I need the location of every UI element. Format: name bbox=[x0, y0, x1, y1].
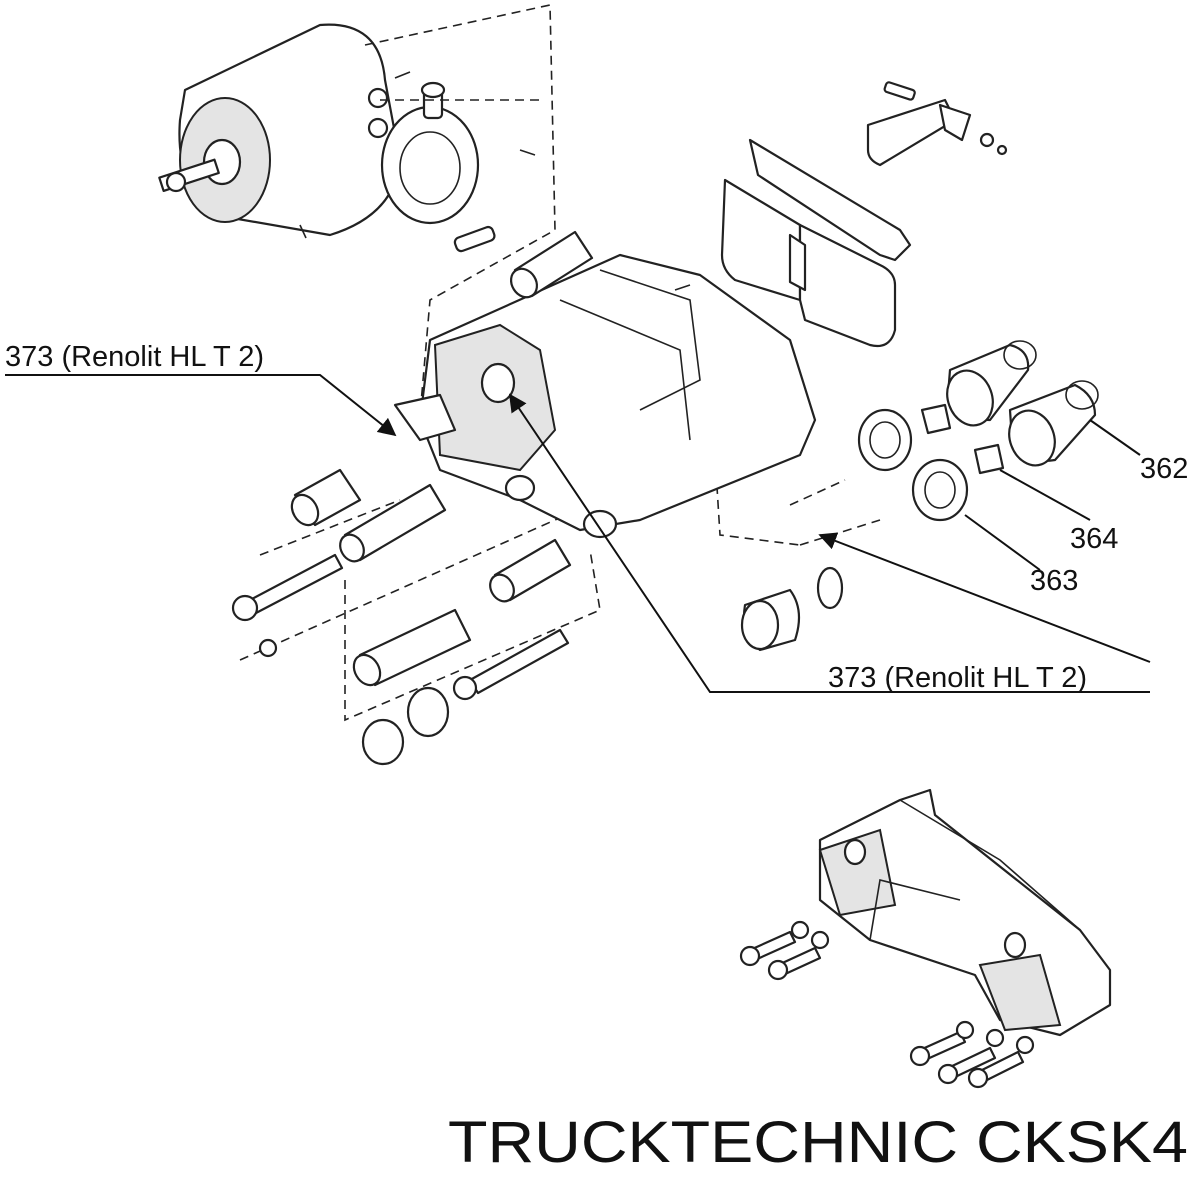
callout-373-top: 373 (Renolit HL T 2) bbox=[5, 341, 264, 373]
brake-chamber bbox=[158, 23, 536, 253]
label-364: 364 bbox=[1070, 523, 1118, 555]
carrier-bracket bbox=[818, 788, 1112, 1037]
assembly-guide-lines bbox=[239, 4, 881, 722]
label-362: 362 bbox=[1140, 453, 1188, 485]
bracket-bolts bbox=[739, 920, 1035, 1089]
piston-boot bbox=[740, 566, 844, 652]
guide-pins-and-bolts bbox=[231, 468, 572, 766]
brake-pads bbox=[720, 81, 1008, 348]
caliper-housing bbox=[393, 253, 817, 539]
seal-boots-362 bbox=[946, 340, 1099, 467]
leader-lines bbox=[5, 374, 1151, 693]
label-363: 363 bbox=[1030, 565, 1078, 597]
bushes-363-364 bbox=[857, 403, 1005, 522]
callout-373-bottom: 373 (Renolit HL T 2) bbox=[828, 662, 1087, 694]
brand-caption: TRUCKTECHNIC CKSK4 bbox=[448, 1110, 1188, 1175]
guide-sleeve-top bbox=[509, 230, 594, 299]
